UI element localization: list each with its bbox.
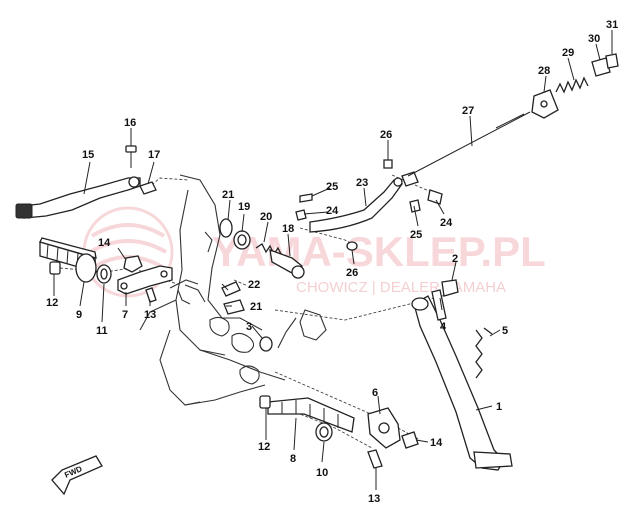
pin-25-right: [409, 199, 421, 213]
pin-25-top: [383, 159, 393, 169]
callout-13-left: 13: [144, 309, 156, 321]
sidestand-1: [411, 295, 513, 471]
bracket-7: [117, 265, 173, 295]
callout-20: 20: [260, 211, 272, 223]
callout-30: 30: [588, 33, 600, 45]
callout-9: 9: [76, 309, 82, 321]
callout-4: 4: [440, 321, 447, 333]
brake-arm-23: [309, 177, 403, 233]
callout-17: 17: [148, 149, 160, 161]
callout-16: 16: [124, 117, 136, 129]
pin-26-mid: [346, 241, 358, 251]
bolt-21-lower: [223, 299, 245, 315]
callout-21-top: 21: [222, 189, 234, 201]
callout-31: 31: [606, 19, 618, 31]
clevis-24-right: [427, 189, 443, 205]
callout-27: 27: [462, 105, 474, 117]
callout-14-left: 14: [98, 237, 111, 249]
bushing-11-left: [96, 264, 112, 284]
footrest-right: [267, 397, 355, 433]
callout-5: 5: [502, 325, 508, 337]
callout-26-mid: 26: [346, 267, 358, 279]
callout-29: 29: [562, 47, 574, 59]
shift-pedal: [15, 176, 141, 219]
callout-13-right: 13: [368, 493, 380, 505]
bracket-6: [367, 407, 401, 449]
callout-12-right: 12: [258, 441, 270, 453]
pin-25-left: [299, 193, 313, 203]
washer-21-top: [219, 218, 233, 238]
callout-8: 8: [290, 453, 296, 465]
spring-29: [555, 76, 589, 94]
pin-13-left: [145, 287, 157, 303]
spring-5: [475, 327, 493, 379]
brake-rod-27: [407, 111, 531, 177]
nut-31: [605, 53, 619, 69]
pin-24-left: [295, 209, 307, 221]
callout-11: 11: [96, 325, 108, 337]
bolt-2: [441, 279, 459, 297]
callout-10: 10: [316, 467, 328, 479]
spring-20: [255, 243, 283, 257]
rod-end-28: [531, 89, 559, 119]
callout-1: 1: [496, 401, 502, 413]
watermark-brand: YAMA-SKLEP.PL: [212, 228, 546, 275]
nut-14-left: [123, 255, 143, 273]
washer-3: [259, 336, 273, 352]
shift-lever-18: [269, 249, 305, 279]
nut-14-right: [401, 431, 419, 449]
callout-2: 2: [452, 253, 458, 265]
pin-13-right: [367, 449, 383, 469]
callout-23: 23: [356, 177, 368, 189]
callout-25-left: 25: [326, 181, 338, 193]
callout-19: 19: [238, 201, 250, 213]
callout-15: 15: [82, 149, 94, 161]
callout-28: 28: [538, 65, 550, 77]
callout-3: 3: [246, 321, 252, 333]
forward-arrow: FWD: [51, 455, 103, 496]
callout-14-right: 14: [430, 437, 443, 449]
callout-21-lower: 21: [250, 301, 262, 313]
callout-7: 7: [122, 309, 128, 321]
callout-24-right: 24: [440, 217, 453, 229]
callout-24-left: 24: [326, 205, 339, 217]
callout-labels: 1 2 3 4 5 6 7 8 9 10 11 12 12 13 13 14 1…: [46, 19, 618, 505]
nut-12-right: [259, 395, 271, 409]
callout-25-right: 25: [410, 229, 422, 241]
bolt-16: [125, 145, 137, 168]
collar-30: [591, 57, 611, 77]
callout-18: 18: [282, 223, 294, 235]
callout-26-top: 26: [380, 129, 392, 141]
callout-6: 6: [372, 387, 378, 399]
watermark-dealer: CHOWICZ | DEALER YAMAHA: [296, 279, 506, 296]
collar-19: [233, 230, 251, 250]
frame: [139, 174, 327, 406]
joint-block: [401, 171, 419, 187]
bolt-22: [221, 281, 241, 297]
callout-22: 22: [248, 279, 260, 291]
callout-12-left: 12: [46, 297, 58, 309]
leader-lines: [53, 30, 613, 490]
bushing-10-right: [315, 422, 333, 442]
pin-4: [431, 289, 447, 321]
nut-12-left: [49, 261, 61, 275]
footrest-left: [39, 237, 97, 283]
